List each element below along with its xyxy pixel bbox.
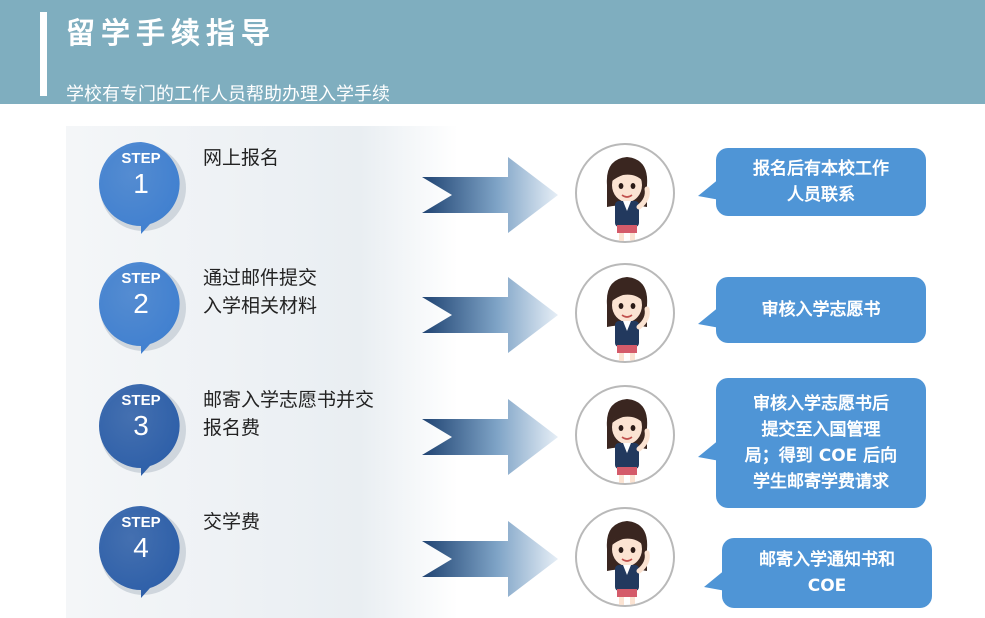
badge-drop-icon [99, 506, 186, 598]
step-description-line: 网上报名 [203, 147, 280, 169]
girl-avatar-icon [575, 385, 675, 485]
speech-bubble-text: 审核入学志愿书 [762, 297, 881, 323]
speech-bubble-line: 报名后有本校工作 [753, 159, 889, 179]
speech-bubble-text: 报名后有本校工作人员联系 [753, 156, 889, 208]
speech-bubble-text: 审核入学志愿书后提交至入国管理局；得到 COE 后向学生邮寄学费请求 [745, 391, 897, 495]
speech-bubble-tail [698, 178, 720, 200]
step-description: 网上报名 [203, 144, 279, 172]
header-accent-bar [40, 12, 47, 96]
page-header: 留学手续指导 学校有专门的工作人员帮助办理入学手续 [0, 0, 985, 105]
speech-bubble-line: 审核入学志愿书后 [752, 394, 889, 414]
step-label: STEP [121, 270, 161, 287]
step-description: 邮寄入学志愿书并交报名费 [203, 386, 374, 442]
arrow-right-icon [422, 275, 558, 355]
speech-bubble-line: 邮寄入学通知书和 [759, 550, 895, 570]
girl-avatar-icon [575, 507, 675, 607]
step-label: STEP [121, 150, 161, 167]
page-subtitle: 学校有专门的工作人员帮助办理入学手续 [66, 84, 390, 105]
girl-avatar-icon [575, 263, 675, 363]
step-label: STEP [121, 392, 161, 409]
badge-drop-icon [99, 142, 186, 234]
arrow-right-icon [422, 519, 558, 599]
step-label: STEP [121, 514, 161, 531]
arrow-right-icon [422, 397, 558, 477]
girl-figure-svg [606, 277, 650, 361]
speech-bubble: 邮寄入学通知书和 COE [722, 538, 932, 608]
speech-bubble-line: COE [807, 576, 847, 596]
speech-bubble: 审核入学志愿书后提交至入国管理局；得到 COE 后向学生邮寄学费请求 [716, 378, 926, 508]
step-description-line: 报名费 [203, 417, 261, 439]
speech-bubble-line: 局；得到 COE 后向 [744, 446, 898, 466]
speech-bubble-tail [704, 569, 726, 591]
speech-bubble-tail [698, 306, 720, 328]
step-description: 交学费 [203, 508, 260, 536]
speech-bubble: 报名后有本校工作人员联系 [716, 148, 926, 216]
arrow-right-icon [422, 155, 558, 235]
girl-figure-svg [606, 521, 650, 605]
step-description-line: 交学费 [203, 511, 261, 533]
speech-bubble: 审核入学志愿书 [716, 277, 926, 343]
step-number: 4 [133, 532, 149, 563]
speech-bubble-line: 提交至入国管理 [761, 420, 881, 440]
step-description: 通过邮件提交入学相关材料 [203, 264, 317, 320]
step-number: 2 [133, 288, 149, 319]
speech-bubble-line: 审核入学志愿书 [761, 300, 881, 320]
girl-figure-svg [606, 399, 650, 483]
step-description-line: 邮寄入学志愿书并交 [203, 389, 375, 411]
girl-avatar-icon [575, 143, 675, 243]
step-number: 1 [133, 168, 149, 199]
step-description-line: 入学相关材料 [203, 295, 318, 317]
step-description-line: 通过邮件提交 [203, 267, 318, 289]
badge-drop-icon [99, 262, 186, 354]
page-title: 留学手续指导 [66, 16, 277, 50]
speech-bubble-tail [698, 439, 720, 461]
speech-bubble-line: 人员联系 [787, 185, 855, 205]
badge-drop-icon [99, 384, 186, 476]
girl-figure-svg [606, 157, 650, 241]
speech-bubble-text: 邮寄入学通知书和 COE [759, 547, 895, 599]
speech-bubble-line: 学生邮寄学费请求 [752, 472, 889, 492]
step-number: 3 [133, 410, 149, 441]
